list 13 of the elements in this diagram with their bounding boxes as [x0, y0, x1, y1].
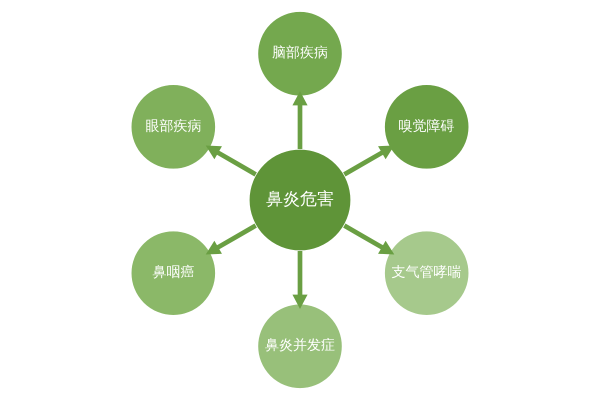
node-circle: 鼻炎并发症 [257, 304, 343, 389]
node-circle: 眼部疾病 [130, 84, 216, 170]
arrow [343, 146, 394, 176]
arrow [292, 90, 308, 150]
arrow [343, 224, 394, 254]
node-circle: 脑部疾病 [257, 11, 343, 96]
node-circle: 鼻炎危害 [248, 148, 352, 252]
node-circle: 鼻咽癌 [130, 230, 216, 316]
arrow [206, 146, 257, 176]
node-circle: 嗅觉障碍 [384, 84, 470, 170]
arrow [206, 224, 257, 254]
node-circle: 支气管哮喘 [384, 230, 470, 316]
arrow [292, 250, 308, 310]
